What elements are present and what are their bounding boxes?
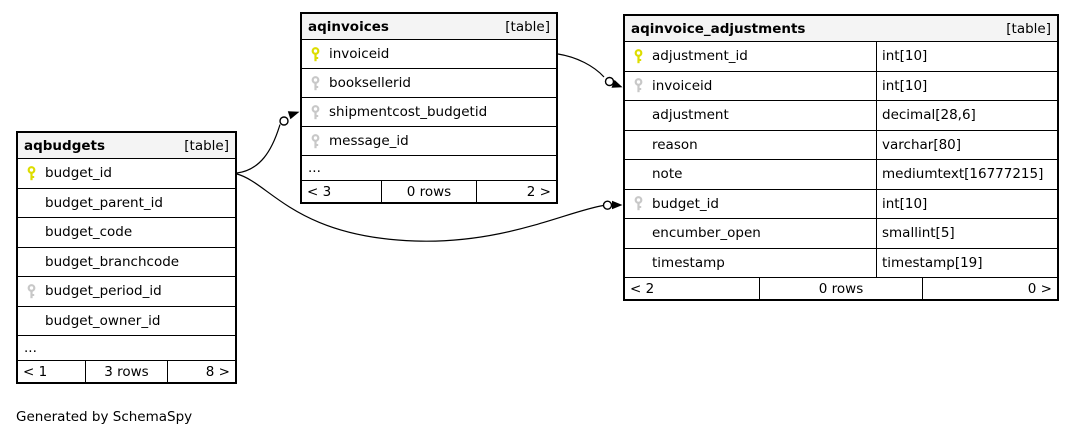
arrowhead [287, 111, 300, 120]
related-count-right: 0 > [1027, 280, 1052, 297]
column-name: timestamp [652, 254, 725, 271]
table-name: aqbudgets [24, 137, 106, 154]
column-row: timestamp timestamp[19] [625, 248, 1057, 278]
table-name: aqinvoices [308, 18, 389, 35]
table-name: aqinvoice_adjustments [631, 20, 806, 37]
column-row: budget_period_id [18, 277, 235, 307]
column-name: invoiceid [329, 46, 390, 62]
column-name: budget_parent_id [45, 194, 163, 211]
column-name: budget_code [45, 224, 133, 241]
foreign-key-icon [302, 69, 329, 97]
related-count-right: 8 > [205, 363, 230, 380]
column-row: budget_id int[10] [625, 189, 1057, 219]
column-row: budget_id [18, 159, 235, 189]
nullable-marker [602, 200, 613, 210]
column-row: invoiceid [302, 40, 556, 69]
column-type: decimal[28,6] [876, 101, 1057, 130]
row-count: 0 rows [760, 278, 923, 299]
column-name: reason [652, 136, 698, 153]
column-name: invoiceid [652, 77, 713, 94]
column-type: smallint[5] [876, 219, 1057, 248]
foreign-key-icon [302, 98, 329, 126]
column-type: varchar[80] [876, 130, 1057, 159]
column-type: timestamp[19] [876, 248, 1057, 277]
foreign-key-icon [302, 127, 329, 155]
table-aqinvoices[interactable]: aqinvoices [table] invoiceid booksellerid sh… [300, 12, 558, 204]
primary-key-icon [302, 40, 329, 68]
column-row: budget_branchcode [18, 248, 235, 277]
column-name: adjustment [652, 107, 729, 124]
primary-key-icon [18, 159, 45, 188]
column-row: budget_code [18, 218, 235, 248]
column-row: booksellerid [302, 69, 556, 98]
column-row: invoiceid int[10] [625, 71, 1057, 101]
column-name: budget_period_id [45, 283, 162, 300]
hidden-columns-ellipsis: ... [18, 336, 235, 361]
related-count-left: < 1 [18, 361, 87, 382]
column-row: budget_owner_id [18, 307, 235, 336]
column-row: note mediumtext[16777215] [625, 160, 1057, 190]
table-type-badge: [table] [505, 18, 550, 35]
table-header: aqbudgets [table] [18, 133, 235, 159]
column-row: adjustment_id int[10] [625, 42, 1057, 72]
column-name: shipmentcost_budgetid [329, 104, 488, 120]
arrowhead [612, 200, 623, 210]
column-row: reason varchar[80] [625, 130, 1057, 160]
hidden-columns-ellipsis: ... [302, 156, 556, 181]
column-row: message_id [302, 127, 556, 156]
column-row: adjustment decimal[28,6] [625, 101, 1057, 131]
table-aqbudgets[interactable]: aqbudgets [table] budget_id budget_parent_i… [16, 131, 237, 384]
primary-key-icon [625, 42, 652, 71]
nullable-marker [604, 76, 615, 87]
key-spacer [18, 307, 45, 336]
key-spacer [18, 248, 45, 277]
column-name: note [652, 166, 683, 183]
schemaspy-credit: Generated by SchemaSpy [16, 409, 193, 425]
column-name: message_id [329, 133, 409, 149]
key-spacer [625, 101, 652, 130]
column-name: budget_id [45, 165, 112, 182]
column-name: budget_owner_id [45, 312, 161, 329]
row-count: 0 rows [382, 181, 478, 202]
table-header: aqinvoice_adjustments [table] [625, 16, 1057, 42]
related-count-left: < 3 [302, 181, 382, 202]
table-header: aqinvoices [table] [302, 14, 556, 40]
foreign-key-icon [625, 72, 652, 101]
key-spacer [625, 219, 652, 248]
column-type: int[10] [876, 71, 1057, 100]
key-spacer [625, 131, 652, 160]
column-type: int[10] [876, 42, 1057, 71]
column-row: encumber_open smallint[5] [625, 219, 1057, 249]
column-name: adjustment_id [652, 48, 748, 65]
key-spacer [625, 249, 652, 278]
column-row: budget_parent_id [18, 189, 235, 218]
column-name: budget_branchcode [45, 253, 180, 270]
table-type-badge: [table] [1006, 20, 1051, 37]
row-count: 3 rows [86, 361, 168, 382]
nullable-marker [279, 116, 289, 126]
arrowhead [611, 79, 623, 88]
foreign-key-icon [625, 190, 652, 219]
column-type: mediumtext[16777215] [876, 160, 1057, 189]
column-name: budget_id [652, 195, 719, 212]
key-spacer [625, 160, 652, 189]
relationship-line-invoiceid-to-adjustments-invoiceid [557, 53, 605, 78]
key-spacer [18, 189, 45, 218]
related-count-right: 2 > [526, 183, 551, 200]
column-name: booksellerid [329, 75, 411, 91]
table-type-badge: [table] [184, 137, 229, 154]
foreign-key-icon [18, 277, 45, 306]
key-spacer [18, 218, 45, 247]
related-count-left: < 2 [625, 278, 760, 299]
column-row: shipmentcost_budgetid [302, 98, 556, 127]
column-type: int[10] [876, 189, 1057, 218]
column-name: encumber_open [652, 225, 761, 242]
relationship-line-budgetid-to-shipmentcost [236, 124, 281, 174]
table-aqinvoice_adjustments[interactable]: aqinvoice_adjustments [table] adjustment_i… [623, 14, 1059, 301]
